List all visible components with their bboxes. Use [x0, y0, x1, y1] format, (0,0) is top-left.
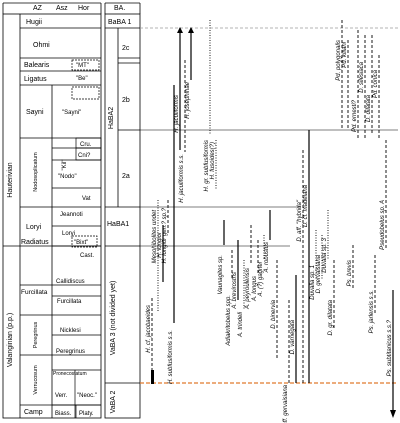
subzone-pronecostatum: Pronecostatum [53, 371, 87, 377]
taxon-label: D. binervia [271, 299, 277, 328]
taxon-label: D. aff. "hybrida" [297, 199, 303, 241]
range-bar [151, 370, 154, 384]
taxon-label: D. gr. dilatata [328, 299, 334, 335]
subzone-jeannoti: Jeannoti [60, 212, 83, 218]
zone-verrucosum: Verrucosum [33, 365, 39, 395]
subzone-furcillata: Furcillata [57, 299, 82, 305]
taxon-label: A. peyroulensis [245, 268, 251, 310]
zone-nodosoplicatum: Nodosoplicatum [33, 152, 39, 192]
taxon-label: H. gr. subfusiformis [204, 140, 210, 191]
subzone-callidiscus: Callidiscus [56, 279, 85, 285]
taxon-label: Pd. conica [373, 69, 379, 98]
taxon-label: H. fusoides(?) [210, 142, 216, 179]
taxon-label: Pseudobelus sp. A [380, 200, 386, 250]
arrow-down-icon [390, 410, 396, 418]
subzone-sayni: "Sayni" [62, 110, 81, 116]
taxon-label: H. jaculiformis s.s. [179, 154, 185, 203]
taxon-label: A. trindeli [238, 311, 244, 338]
taxon-label: H. cf. jacobaeides [146, 305, 152, 353]
header-hor: Hor [78, 5, 90, 12]
header-asz: Asz [56, 5, 68, 12]
stage-label-valanginian: Valanginian (p.p.) [7, 313, 14, 367]
subzone-peregrinus: Peregrinus [56, 349, 85, 355]
subzone-cast: Cast. [80, 253, 94, 259]
zone-hugii: Hugii [26, 19, 42, 26]
ba-baba1: BaBA 1 [108, 19, 131, 26]
taxon-label: A. brevirostris [232, 272, 238, 310]
zone-ohmi: Ohmi [33, 42, 50, 49]
header-ba: BA. [114, 5, 125, 12]
subzone-nodo: "Nodo" [58, 174, 77, 180]
arrow-up-icon [177, 27, 183, 33]
ba-labels: BaBA 1 HaBA2 2c 2b 2a HaBA1 VaBA 3 (not … [107, 19, 131, 413]
taxon-label: Ps. jarlensis s.s. [369, 290, 375, 333]
taxon-label: Adiakritobelus spp. [226, 295, 232, 347]
subzone-neoc: "Neoc." [77, 393, 97, 399]
taxon-label: Ps. brevis [347, 260, 353, 286]
zone-sayni: Sayni [26, 109, 44, 116]
ba-haba1: HaBA1 [107, 221, 129, 228]
subzone-cru: Cru. [80, 142, 92, 148]
taxon-label: D. cf. madeiana [303, 184, 309, 227]
taxon-label: A. (?) gagnei [258, 261, 264, 297]
zone-ligatus: Ligatus [24, 76, 47, 83]
subzone-biass: Biass. [55, 411, 72, 417]
ba-sub-2c: 2c [122, 45, 130, 52]
header-az: AZ [33, 5, 43, 12]
taxon-label: D. aff. gervaisiana [283, 384, 289, 423]
subzone-mt: "MT" [76, 63, 89, 69]
subzone-nicklesi: Nicklesi [60, 328, 81, 334]
subzone-boxes [52, 59, 102, 418]
taxon-label: H. longior [157, 231, 163, 258]
subzone-verr: Verr. [55, 393, 68, 399]
zone-camp: Camp [24, 409, 43, 416]
taxon-label: A. robustus [264, 242, 270, 273]
zone-radiatus: Radiatus [21, 239, 49, 246]
taxon-label: Pd. kiliani [342, 41, 348, 67]
taxon-label: Duvalia sp. 3 [322, 237, 328, 272]
subzone-platy: Platy. [79, 411, 94, 417]
ba-haba2: HaBA2 [108, 107, 115, 129]
taxon-label: Pd. polygonalis [336, 40, 342, 81]
subzone-cni: Cni? [78, 153, 91, 159]
taxon-label: H. longior gen.? sp.? [162, 207, 168, 263]
zone-peregrinus: Peregrinus [33, 321, 39, 348]
zone-furcillata: Furcillata [21, 289, 48, 296]
guide-lines [140, 27, 398, 384]
ba-column [105, 27, 140, 384]
arrow-up-icon [188, 27, 194, 33]
ba-sub-2b: 2b [122, 97, 130, 104]
ba-vaba3: VaBA 3 (not divided yet) [110, 281, 117, 356]
zone-labels: Hugii Ohmi Balearis Ligatus Sayni Nodoso… [21, 19, 50, 416]
ba-sub-2a: 2a [122, 173, 130, 180]
taxon-label: Mesohibolites undet [152, 210, 158, 264]
column-headers: AZ Asz Hor BA. [33, 5, 125, 12]
taxon-label: A. longus [252, 276, 258, 302]
taxon-label: Pd. ernesti? [352, 99, 358, 132]
taxon-ranges [151, 20, 396, 418]
taxon-label: H. josephinae [185, 81, 191, 118]
taxon-label: Duvalia sp. 1 [310, 265, 316, 300]
subzone-be: "Be" [76, 76, 88, 82]
subzone-bixt: "Bixt" [74, 240, 88, 246]
subzone-kil: "Kil" [62, 160, 68, 171]
subzone-loryi: Loryi [62, 231, 75, 237]
stage-label-hauterivian: Hauterivian [7, 162, 14, 198]
taxon-label: D. dilatata [366, 94, 372, 122]
zone-balearis: Balearis [24, 62, 50, 69]
subzone-labels: "MT" "Be" "Sayni" "Kil" Cru. Cni? "Nodo"… [53, 63, 97, 417]
taxon-label: D. varnegata [290, 319, 296, 354]
taxon-label: Ps. subtitanicus s.s.? [387, 319, 393, 376]
subzone-vat: Vat [82, 196, 91, 202]
taxon-label: H. subfusiformis s.s. [168, 330, 174, 384]
taxon-label: H. jaculiformis [174, 95, 180, 133]
zone-loryi: Loryi [26, 224, 42, 231]
taxon-label: D. gervaisiana [316, 254, 322, 293]
zone-boundaries [20, 27, 101, 418]
taxon-label: D. silesiaca [359, 61, 365, 92]
taxon-label: Vaunagites sp. [218, 255, 224, 294]
ba-vaba2: VaBA 2 [110, 390, 117, 413]
